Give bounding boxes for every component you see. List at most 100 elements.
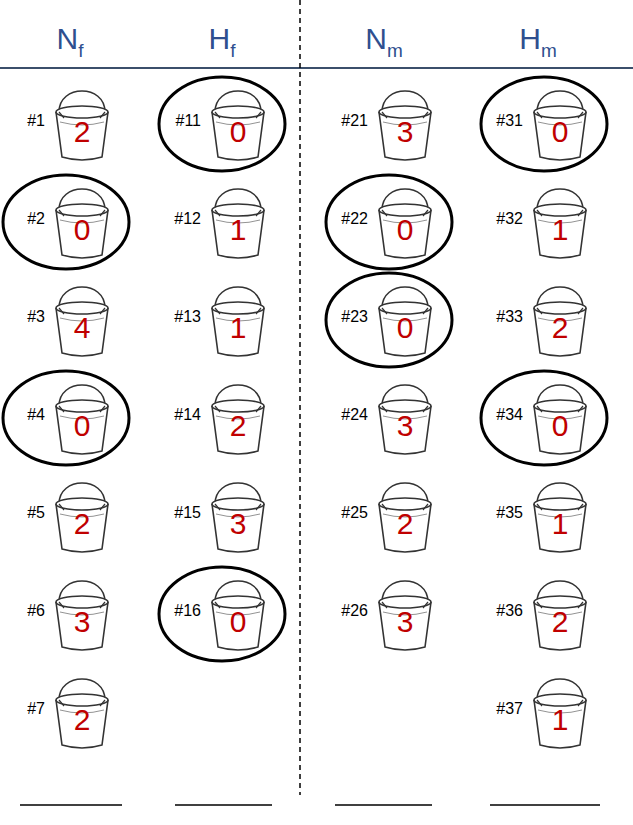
bucket: #40 [50, 376, 114, 456]
highlight-circle [481, 371, 607, 465]
count-value: 3 [50, 606, 114, 638]
highlight-circle [481, 77, 607, 171]
header-rule [0, 67, 633, 69]
bucket-number: #25 [341, 504, 368, 522]
count-value: 0 [528, 116, 592, 148]
bucket: #220 [373, 180, 437, 260]
blank-line [175, 804, 272, 806]
bucket-number: #7 [27, 700, 45, 718]
bucket: #332 [528, 278, 592, 358]
count-value: 3 [373, 116, 437, 148]
header-letter: N [57, 22, 79, 55]
count-value: 1 [528, 214, 592, 246]
bucket: #63 [50, 572, 114, 652]
bucket-number: #15 [174, 504, 201, 522]
count-value: 0 [206, 606, 270, 638]
count-value: 3 [373, 606, 437, 638]
bucket: #351 [528, 474, 592, 554]
count-value: 0 [373, 214, 437, 246]
bucket: #230 [373, 278, 437, 358]
bucket: #72 [50, 670, 114, 750]
count-value: 1 [528, 508, 592, 540]
bucket-number: #32 [496, 210, 523, 228]
bucket-number: #5 [27, 504, 45, 522]
highlight-circle [159, 77, 285, 171]
bucket: #121 [206, 180, 270, 260]
blank-line [20, 804, 122, 806]
count-value: 1 [206, 312, 270, 344]
header-letter: H [209, 22, 231, 55]
bucket-number: #16 [174, 602, 201, 620]
count-value: 1 [528, 704, 592, 736]
count-value: 2 [50, 508, 114, 540]
bucket-number: #12 [174, 210, 201, 228]
bucket-number: #35 [496, 504, 523, 522]
column-header: Hm [519, 22, 557, 56]
bucket: #310 [528, 82, 592, 162]
bucket: #252 [373, 474, 437, 554]
count-value: 0 [50, 214, 114, 246]
highlight-circle [3, 175, 129, 269]
bucket-number: #13 [174, 308, 201, 326]
header-letter: H [519, 22, 541, 55]
header-subscript: f [230, 40, 235, 61]
count-value: 0 [528, 410, 592, 442]
bucket-number: #33 [496, 308, 523, 326]
bucket-number: #23 [341, 308, 368, 326]
header-subscript: m [387, 40, 403, 61]
bucket: #340 [528, 376, 592, 456]
bucket: #12 [50, 82, 114, 162]
count-value: 4 [50, 312, 114, 344]
bucket: #213 [373, 82, 437, 162]
bucket-number: #24 [341, 406, 368, 424]
blank-line [335, 804, 432, 806]
bucket-number: #6 [27, 602, 45, 620]
bucket: #20 [50, 180, 114, 260]
bucket-number: #3 [27, 308, 45, 326]
bucket-number: #21 [341, 112, 368, 130]
bucket-number: #14 [174, 406, 201, 424]
column-header: Hf [209, 22, 236, 56]
highlight-circle [326, 273, 452, 367]
bucket: #160 [206, 572, 270, 652]
bucket-number: #2 [27, 210, 45, 228]
bucket: #131 [206, 278, 270, 358]
count-value: 0 [206, 116, 270, 148]
count-value: 2 [373, 508, 437, 540]
bucket: #243 [373, 376, 437, 456]
count-value: 3 [206, 508, 270, 540]
count-value: 1 [206, 214, 270, 246]
bucket: #52 [50, 474, 114, 554]
bucket: #142 [206, 376, 270, 456]
bucket: #34 [50, 278, 114, 358]
bucket: #110 [206, 82, 270, 162]
bucket-number: #1 [27, 112, 45, 130]
column-header: Nm [365, 22, 403, 56]
bucket: #321 [528, 180, 592, 260]
highlight-circle [3, 371, 129, 465]
bucket-number: #11 [175, 112, 201, 130]
count-value: 3 [373, 410, 437, 442]
header-letter: N [365, 22, 387, 55]
bucket-number: #4 [27, 406, 45, 424]
header-subscript: m [541, 40, 557, 61]
count-value: 2 [50, 704, 114, 736]
bucket-number: #34 [496, 406, 523, 424]
bucket-number: #26 [341, 602, 368, 620]
bucket: #153 [206, 474, 270, 554]
count-value: 2 [206, 410, 270, 442]
bucket: #263 [373, 572, 437, 652]
header-subscript: f [78, 40, 83, 61]
column-header: Nf [57, 22, 84, 56]
count-value: 2 [50, 116, 114, 148]
count-value: 2 [528, 312, 592, 344]
bucket: #371 [528, 670, 592, 750]
count-value: 0 [50, 410, 114, 442]
highlight-circle [326, 175, 452, 269]
bucket-number: #31 [496, 112, 523, 130]
bucket-number: #22 [341, 210, 368, 228]
divider-line [299, 0, 301, 795]
bucket-number: #37 [496, 700, 523, 718]
bucket: #362 [528, 572, 592, 652]
highlight-circle [159, 567, 285, 661]
